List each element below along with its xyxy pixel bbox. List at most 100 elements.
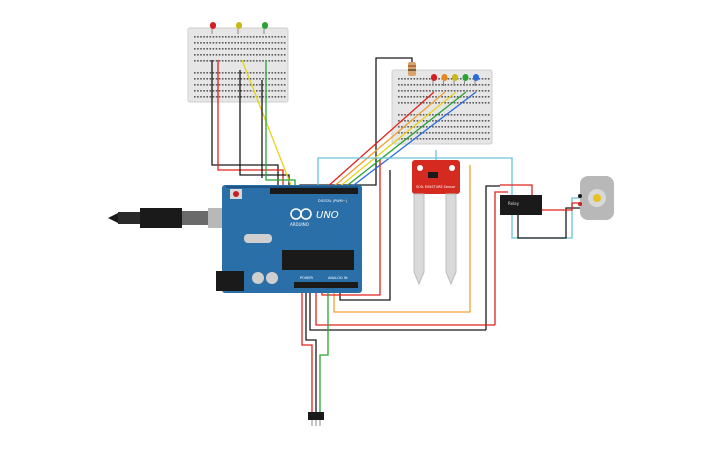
- breadboard-hole: [218, 90, 221, 92]
- breadboard-hole: [237, 72, 239, 74]
- breadboard-hole: [438, 132, 440, 134]
- breadboard-hole: [262, 78, 264, 80]
- breadboard-hole: [484, 78, 487, 80]
- breadboard-hole: [441, 138, 443, 140]
- breadboard-hole: [413, 120, 416, 122]
- breadboard-hole: [221, 90, 224, 92]
- breadboard-hole: [444, 120, 447, 122]
- leds-left: [210, 22, 268, 34]
- breadboard-hole: [225, 54, 227, 56]
- breadboard-hole: [472, 138, 474, 140]
- breadboard-hole: [425, 114, 428, 116]
- breadboard-hole: [268, 48, 270, 50]
- breadboard-hole: [200, 42, 202, 44]
- breadboard-hole: [271, 90, 274, 92]
- breadboard-hole: [209, 78, 212, 80]
- wire-green-temp: [319, 290, 329, 412]
- breadboard-hole: [419, 132, 422, 134]
- breadboard-hole: [429, 114, 431, 116]
- breadboard-hole: [407, 78, 409, 80]
- breadboard-hole: [481, 84, 484, 86]
- breadboard-hole: [416, 84, 419, 86]
- breadboard-hole: [487, 84, 490, 86]
- leds-right: [431, 74, 479, 86]
- breadboard-hole: [425, 84, 428, 86]
- breadboard-hole: [268, 42, 270, 44]
- breadboard-hole: [410, 84, 412, 86]
- breadboard-hole: [243, 60, 246, 62]
- breadboard-hole: [237, 96, 239, 98]
- breadboard-hole: [240, 84, 243, 86]
- breadboard-hole: [453, 90, 456, 92]
- breadboard-hole: [280, 48, 283, 50]
- breadboard-hole: [221, 36, 224, 38]
- breadboard-hole: [429, 102, 431, 104]
- breadboard-hole: [277, 78, 280, 80]
- breadboard-hole: [259, 96, 261, 98]
- breadboard-hole: [422, 102, 425, 104]
- breadboard-hole: [246, 78, 249, 80]
- breadboard-hole: [212, 96, 215, 98]
- breadboard-hole: [243, 72, 246, 74]
- breadboard-hole: [243, 84, 246, 86]
- breadboard-hole: [240, 48, 243, 50]
- breadboard-hole: [401, 90, 403, 92]
- breadboard-hole: [407, 120, 409, 122]
- breadboard-hole: [435, 96, 437, 98]
- breadboard-hole: [240, 36, 243, 38]
- breadboard-hole: [453, 132, 456, 134]
- breadboard-hole: [249, 42, 252, 44]
- breadboard-hole: [444, 90, 447, 92]
- breadboard-hole: [243, 90, 246, 92]
- breadboard-hole: [472, 84, 474, 86]
- breadboard-hole: [215, 48, 218, 50]
- breadboard-hole: [228, 60, 230, 62]
- breadboard-hole: [413, 102, 416, 104]
- wire-black-left-1: [211, 60, 279, 188]
- breadboard-hole: [271, 72, 274, 74]
- breadboard-hole: [453, 96, 456, 98]
- wires: [211, 57, 580, 412]
- breadboard-hole: [416, 78, 419, 80]
- breadboard-hole: [404, 84, 406, 86]
- breadboard-hole: [221, 54, 224, 56]
- breadboard-hole: [416, 126, 419, 128]
- breadboard-right: [391, 69, 493, 145]
- breadboard-hole: [225, 96, 227, 98]
- breadboard-hole: [407, 126, 409, 128]
- breadboard-hole: [425, 96, 428, 98]
- breadboard-hole: [481, 114, 484, 116]
- breadboard-hole: [283, 90, 286, 92]
- breadboard-hole: [447, 78, 450, 80]
- breadboard-hole: [249, 54, 252, 56]
- breadboard-hole: [243, 96, 246, 98]
- breadboard-hole: [234, 84, 236, 86]
- breadboard-hole: [268, 54, 270, 56]
- breadboard-hole: [259, 78, 261, 80]
- wire-orange-sensor: [333, 165, 471, 313]
- breadboard-hole: [441, 90, 443, 92]
- breadboard-hole: [463, 84, 465, 86]
- breadboard-hole: [429, 132, 431, 134]
- breadboard-hole: [401, 96, 403, 98]
- breadboard-hole: [228, 36, 230, 38]
- breadboard-hole: [425, 126, 428, 128]
- breadboard-hole: [268, 60, 270, 62]
- breadboard-hole: [401, 138, 403, 140]
- breadboard-hole: [271, 36, 274, 38]
- breadboard-hole: [268, 96, 270, 98]
- wire-blue-right: [349, 91, 477, 189]
- breadboard-hole: [218, 84, 221, 86]
- breadboard-hole: [209, 54, 212, 56]
- breadboard-hole: [256, 60, 258, 62]
- breadboard-hole: [249, 96, 252, 98]
- breadboard-hole: [456, 96, 459, 98]
- breadboard-hole: [231, 72, 233, 74]
- wire-orange-right: [331, 91, 446, 189]
- breadboard-hole: [274, 48, 277, 50]
- breadboard-hole: [231, 36, 233, 38]
- breadboard-hole: [432, 114, 434, 116]
- breadboard-hole: [231, 78, 233, 80]
- breadboard-hole: [419, 138, 422, 140]
- soil-probe-right: [445, 193, 457, 286]
